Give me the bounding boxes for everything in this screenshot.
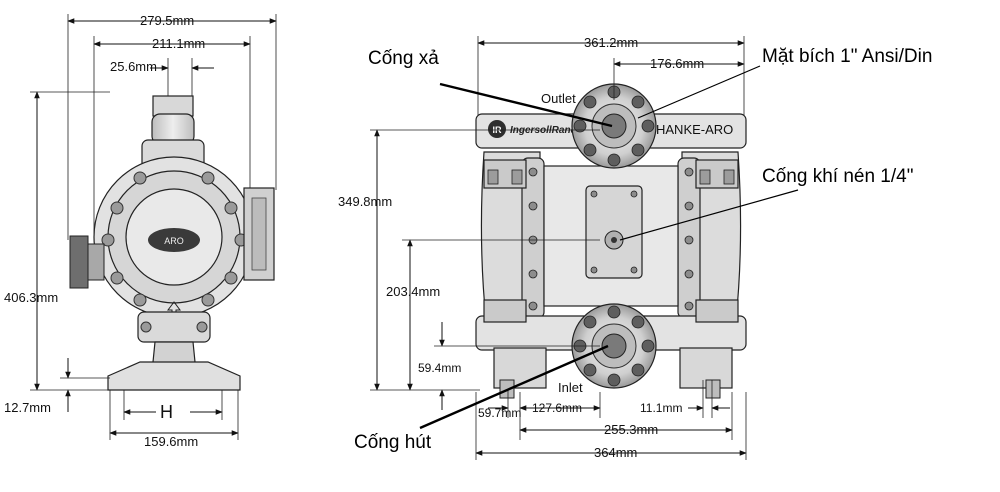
inlet-flange: [571, 303, 657, 389]
brand-plate: HANKE-ARO: [656, 122, 733, 137]
callout-suction: Cống hút: [354, 432, 432, 453]
dim-11-1: 11.1mm: [640, 401, 682, 415]
front-view-pump-body: IR IngersollRand HANKE-ARO: [475, 83, 747, 399]
dim-25-6: 25.6mm: [110, 59, 157, 74]
dim-364: 364mm: [594, 445, 637, 460]
callout-flange: Mặt bích 1" Ansi/Din: [762, 46, 932, 67]
dim-176-6: 176.6mm: [650, 56, 704, 71]
outlet-flange: [571, 83, 657, 169]
inlet-label: Inlet: [558, 380, 583, 395]
callout-line-flange: [637, 65, 761, 119]
dim-406-3: 406.3mm: [4, 290, 58, 305]
callout-air-inlet: Cống khí nén 1/4": [762, 166, 913, 187]
callout-line-air-inlet: [619, 189, 799, 241]
front-logo-text: IngersollRand: [510, 125, 578, 136]
dim-h: H: [160, 402, 173, 422]
dim-59-4: 59.4mm: [418, 361, 461, 375]
dim-255-3: 255.3mm: [604, 422, 658, 437]
front-view: IR IngersollRand HANKE-ARO: [338, 35, 932, 460]
callout-line-suction: [419, 344, 609, 430]
outlet-label: Outlet: [541, 91, 576, 106]
callout-line-discharge: [439, 82, 613, 128]
callout-discharge: Cống xả: [368, 48, 439, 69]
dim-203-4: 203.4mm: [386, 284, 440, 299]
side-view-logo: ARO: [164, 236, 184, 246]
dim-361-2: 361.2mm: [584, 35, 638, 50]
dim-279-5: 279.5mm: [140, 13, 194, 28]
side-view: ARO: [4, 13, 277, 449]
dim-211-1: 211.1mm: [152, 36, 205, 51]
dim-59-7: 59.7mm: [478, 406, 521, 420]
side-view-dimensions: 279.5mm 211.1mm 25.6mm 406.3mm 12.7mm H: [4, 13, 277, 449]
dim-12-7: 12.7mm: [4, 400, 51, 415]
dim-127-6: 127.6mm: [532, 401, 582, 415]
side-view-pump-body: ARO: [69, 95, 275, 391]
callouts: Cống xả Mặt bích 1" Ansi/Din Cống khí né…: [354, 46, 932, 453]
front-view-dimensions: 361.2mm 176.6mm 349.8mm 203.4mm 59.4mm 5…: [338, 35, 747, 460]
dim-159-6: 159.6mm: [144, 434, 198, 449]
dim-349-8: 349.8mm: [338, 194, 392, 209]
